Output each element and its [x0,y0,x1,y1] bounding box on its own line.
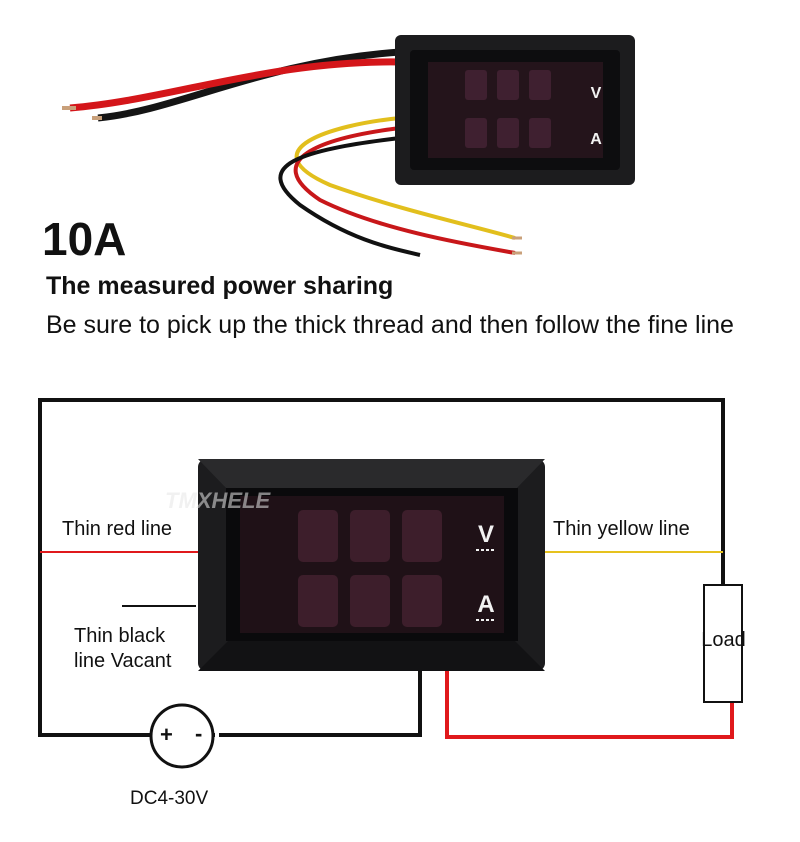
supply-plus-label: + [160,722,173,747]
meter-diagram: V A [198,459,545,671]
load-box [703,584,743,703]
watermark: TMXHELE [165,488,271,513]
meter-photo: V A [395,35,635,185]
thin-black-wire-photo [278,136,421,257]
thin-red-wire-photo [293,126,516,255]
load-label: Load [701,629,746,651]
meter-unit-v: V [478,521,494,548]
instruction-text: Be sure to pick up the thick thread and … [46,311,734,339]
black-circuit-wire [38,398,725,737]
meter-unit-a: A [477,591,494,618]
thin-black-line-label-2: line Vacant [74,650,172,672]
thin-yellow-line-label: Thin yellow line [553,518,690,540]
thick-red-wire [69,58,401,112]
thin-red-line-label: Thin red line [62,518,173,540]
red-circuit-wire [445,668,734,739]
meter-photo-unit-v: V [591,85,602,102]
power-supply-symbol [149,703,215,769]
supply-voltage-label: DC4-30V [130,788,209,809]
meter-photo-unit-a: A [590,131,602,148]
supply-minus-label: - [195,721,203,746]
black-meter-wire [219,668,422,737]
thin-yellow-wire-photo [294,116,516,240]
thin-black-line-label-1: Thin black [74,625,166,647]
subtitle: The measured power sharing [46,272,394,300]
thick-black-wire [97,48,401,122]
heading: 10A [42,213,127,265]
